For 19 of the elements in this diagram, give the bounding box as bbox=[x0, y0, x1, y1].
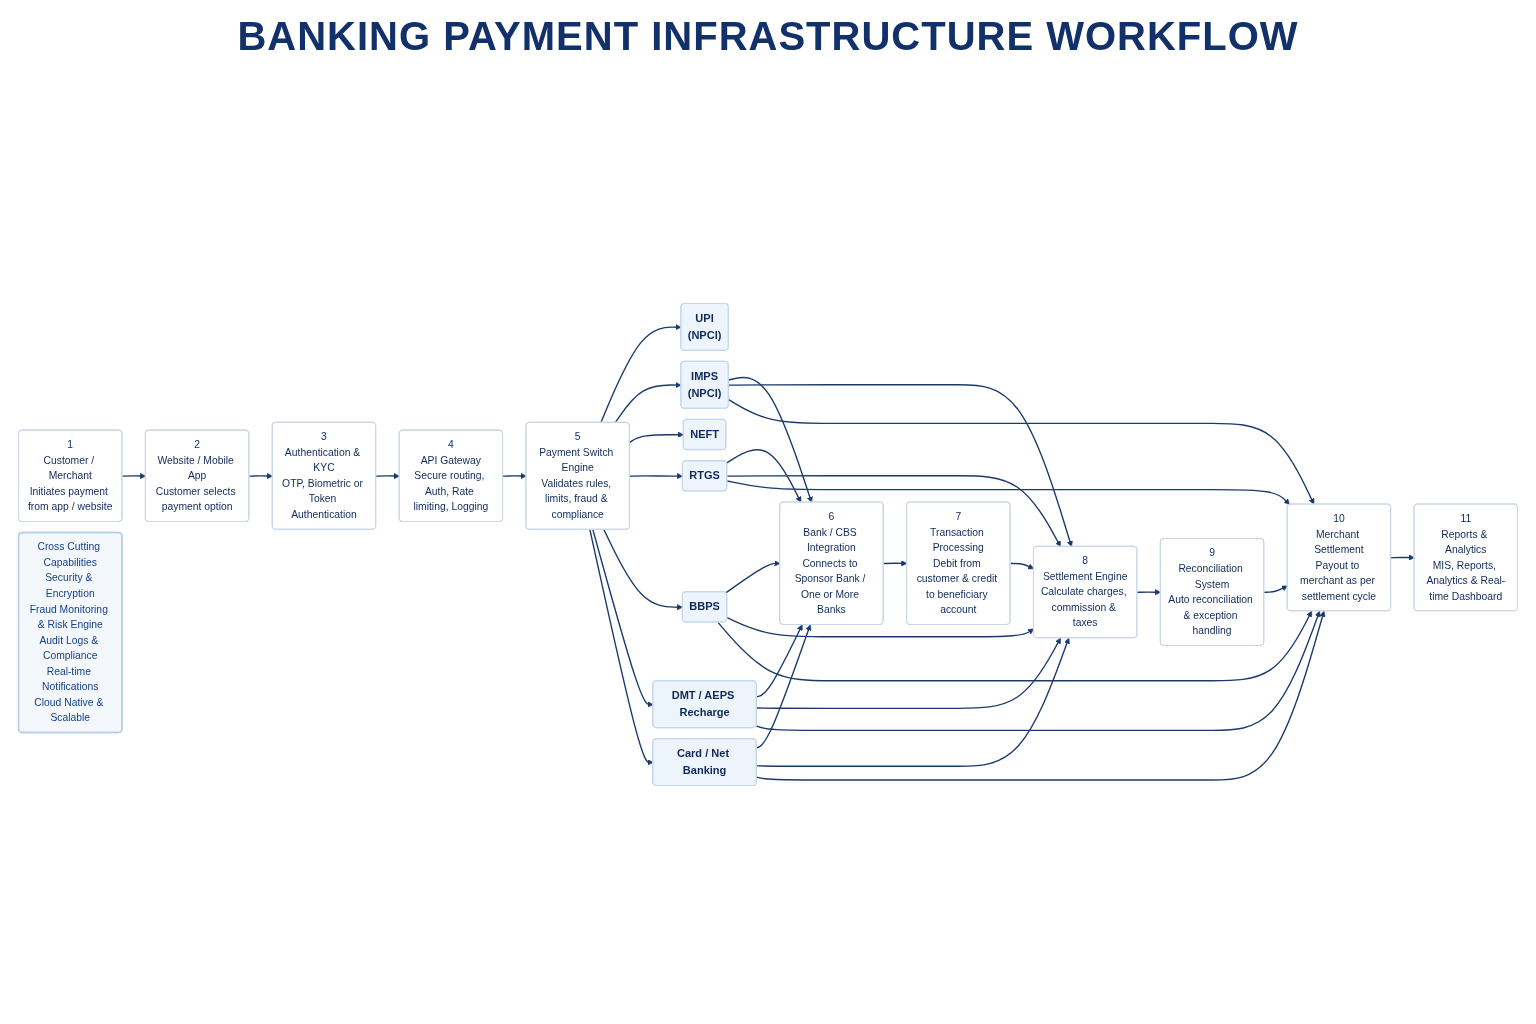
arrow bbox=[726, 449, 802, 503]
arrow bbox=[1390, 554, 1415, 561]
arrow bbox=[1263, 585, 1288, 594]
arrow bbox=[375, 472, 400, 480]
arrow bbox=[603, 528, 683, 611]
arrow bbox=[248, 472, 273, 480]
arrow bbox=[726, 475, 1061, 547]
arrow bbox=[629, 473, 683, 480]
arrow bbox=[727, 376, 813, 503]
arrow bbox=[121, 472, 146, 480]
arrow bbox=[755, 610, 1326, 781]
arrow bbox=[727, 398, 1315, 505]
arrow bbox=[726, 480, 1290, 505]
arrow bbox=[629, 431, 684, 444]
diagram-title: BANKING PAYMENT INFRASTRUCTURE WORKFLOW bbox=[237, 14, 1299, 59]
arrow bbox=[727, 384, 1073, 547]
arrow bbox=[1136, 589, 1161, 596]
arrow bbox=[717, 610, 1313, 682]
arrow bbox=[755, 610, 1321, 732]
